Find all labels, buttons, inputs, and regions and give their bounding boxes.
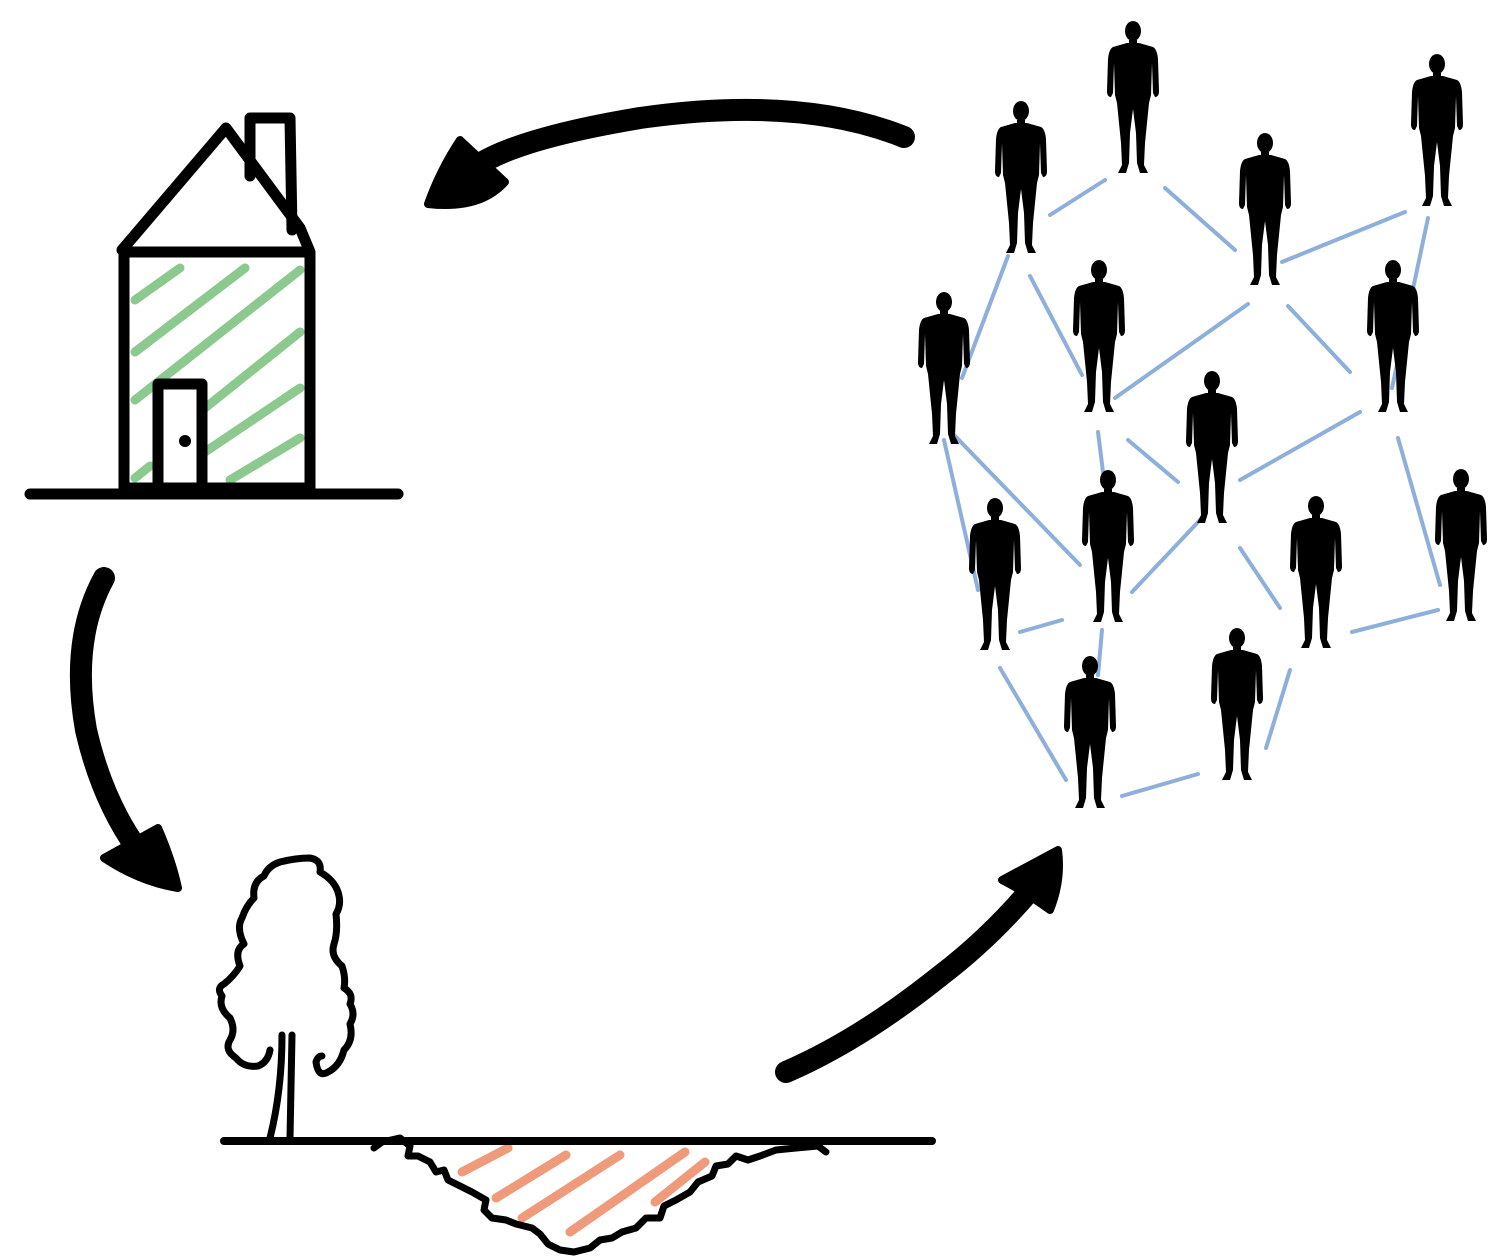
person [1211,628,1263,780]
house-body [118,246,316,494]
arrow-house-to-land [69,567,182,892]
person [1186,371,1238,523]
tree-canopy [215,854,357,1078]
person [1082,470,1134,622]
person [918,292,970,444]
arrow-land-to-people [775,846,1063,1083]
people-network-icon [918,21,1487,808]
person [1411,54,1463,206]
person [1290,496,1342,648]
chimney [244,112,298,236]
arrow-people-to-house [424,98,915,210]
person [1435,469,1487,621]
tree-on-land-icon [215,854,936,1256]
land-hole [370,1134,830,1256]
house-hatch [130,263,305,485]
person [995,101,1047,253]
arrow-head [100,824,182,892]
person [1107,21,1159,173]
network-links [942,178,1442,798]
house-icon [24,112,404,500]
person [1064,656,1116,808]
person [969,498,1021,650]
door-knob [179,435,191,447]
door [152,378,208,492]
house-roof [116,122,316,258]
arrow-head [424,136,509,210]
arrow-head [998,846,1063,914]
person [1073,260,1125,412]
land-hatch [457,1143,710,1237]
tree-trunk [266,1031,296,1142]
